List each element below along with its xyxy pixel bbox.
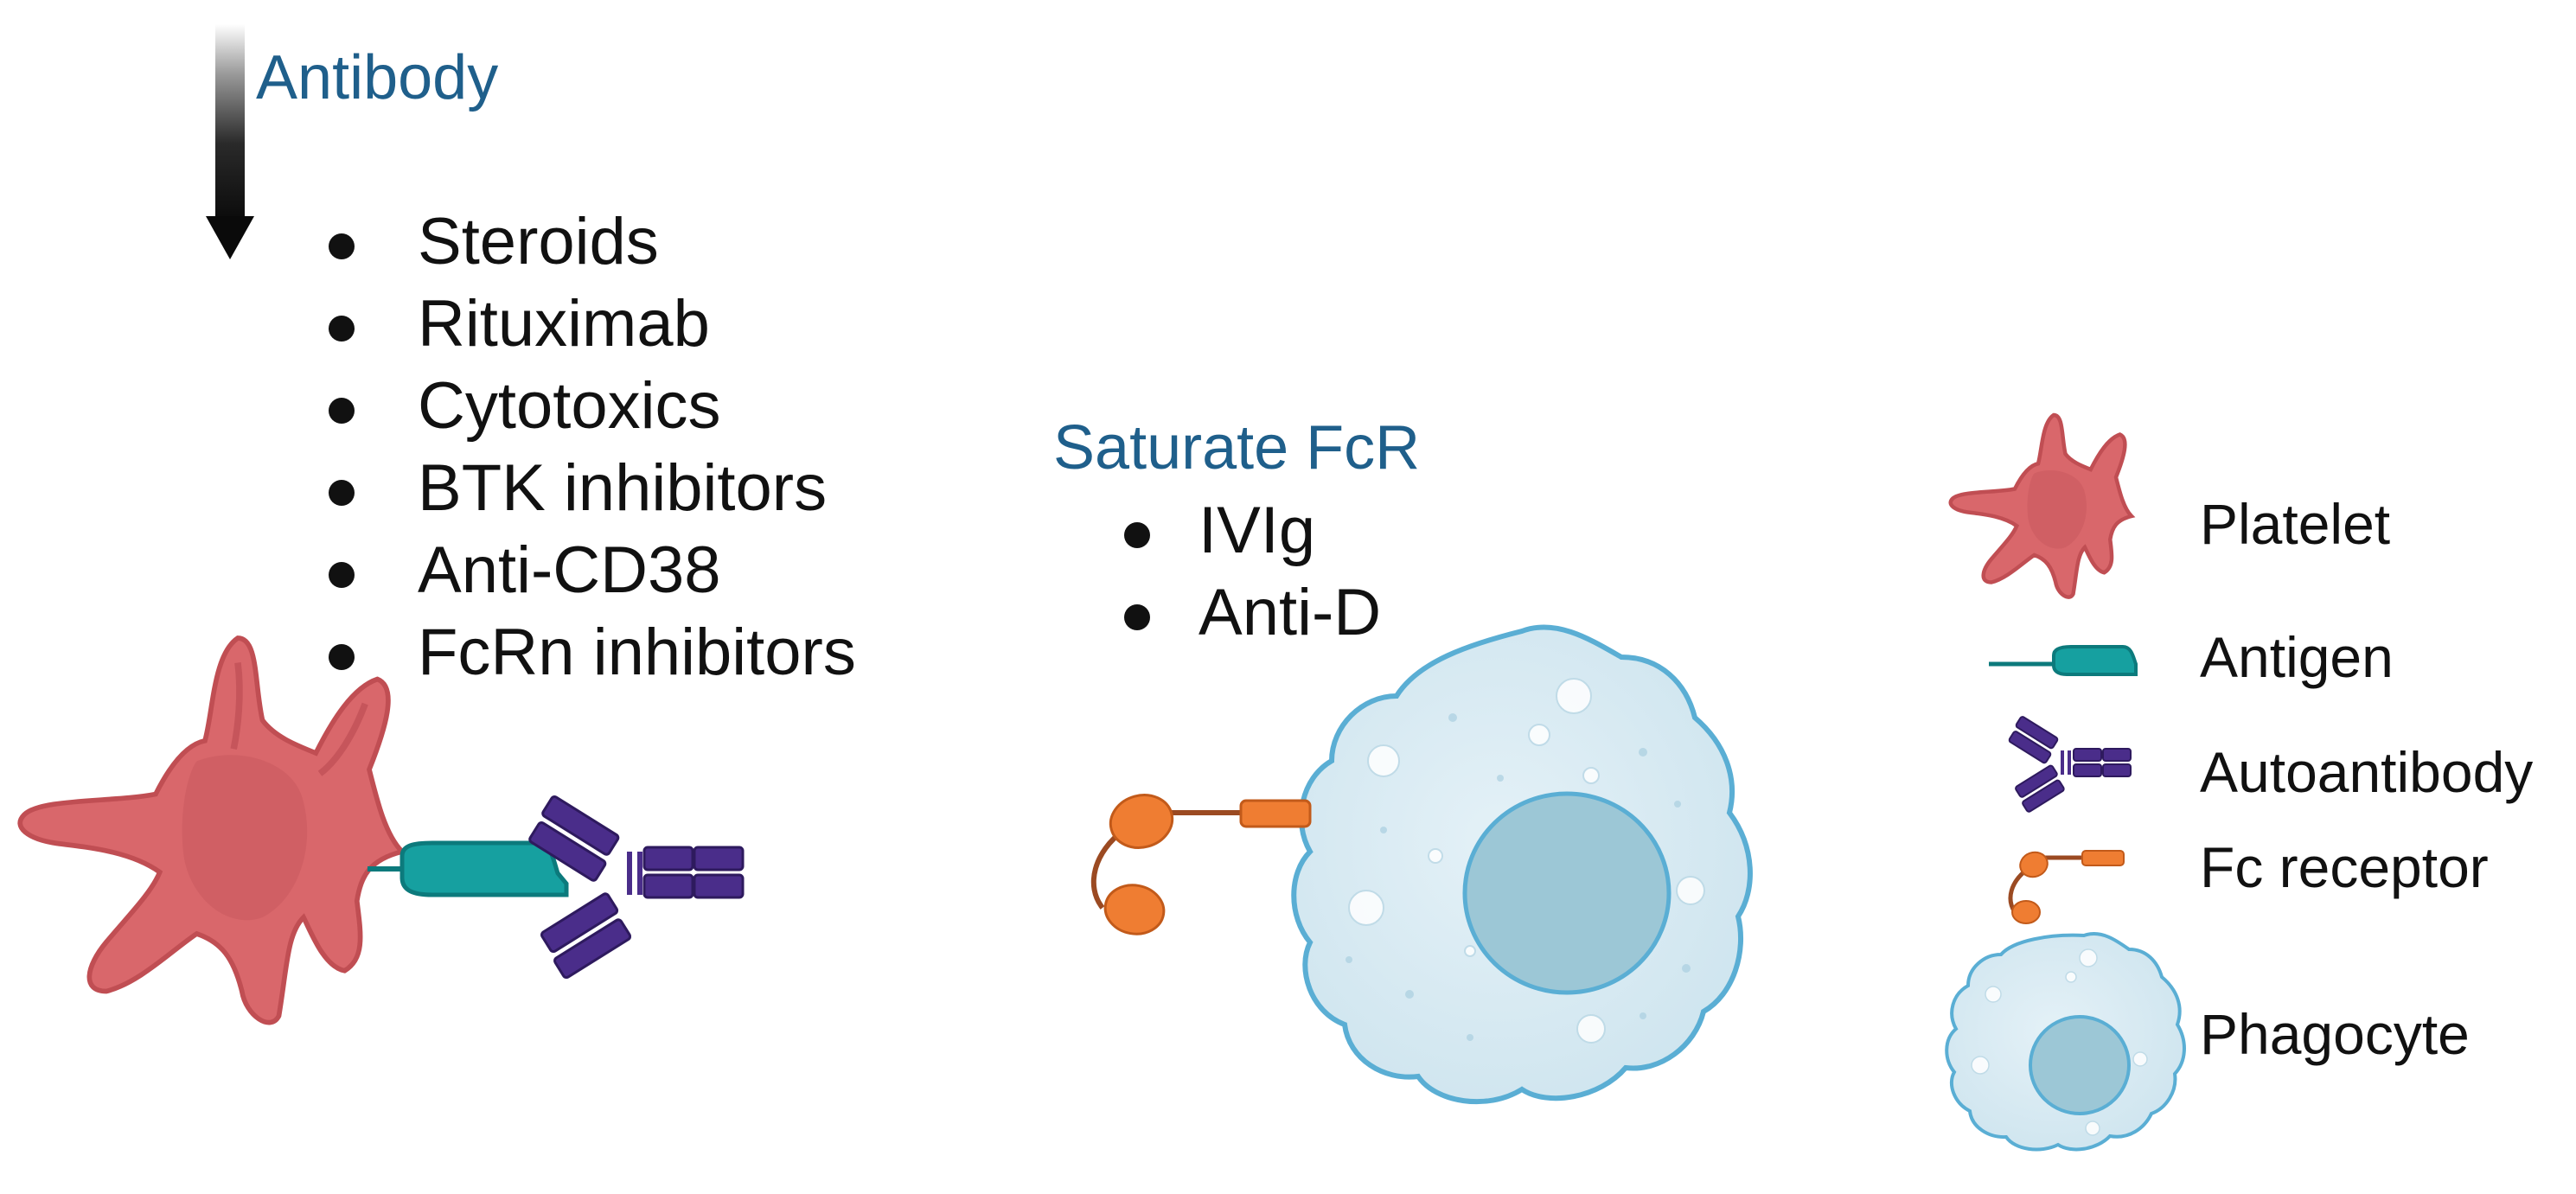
phagocyte-icon [1945,932,2186,1152]
platelet-icon [1951,415,2132,597]
antibody-treatment-list: Steroids Rituximab Cytotoxics BTK inhibi… [329,201,856,693]
legend-label-antigen: Antigen [2200,625,2394,689]
fcr-heading: Saturate FcR [1053,413,1421,482]
list-item: Anti-D [1124,571,1381,654]
list-item: IVIg [1124,489,1381,571]
legend-label-autoantibody: Autoantibody [2200,740,2534,804]
antigen-molecule [368,840,569,897]
autoantibody-icon [2008,716,2132,813]
list-item: BTK inhibitors [329,447,856,529]
downward-arrow-icon [206,24,254,259]
fcr-treatment-list: IVIg Anti-D [1124,489,1381,654]
phagocyte-cell [1291,624,1753,1105]
autoantibody-molecule [528,795,745,980]
list-item: Anti-CD38 [329,529,856,611]
legend-label-platelet: Platelet [2200,492,2391,556]
antibody-heading: Antibody [256,43,499,112]
legend-label-fc-receptor: Fc receptor [2200,835,2489,899]
list-item: Rituximab [329,283,856,365]
list-item: Cytotoxics [329,365,856,447]
fc-receptor-icon [2008,850,2125,924]
platelet-cell [20,638,402,1023]
legend-label-phagocyte: Phagocyte [2200,1002,2470,1066]
antigen-icon [1989,645,2138,676]
list-item: FcRn inhibitors [329,611,856,693]
list-item: Steroids [329,201,856,283]
fc-receptor-molecule [1090,794,1312,935]
